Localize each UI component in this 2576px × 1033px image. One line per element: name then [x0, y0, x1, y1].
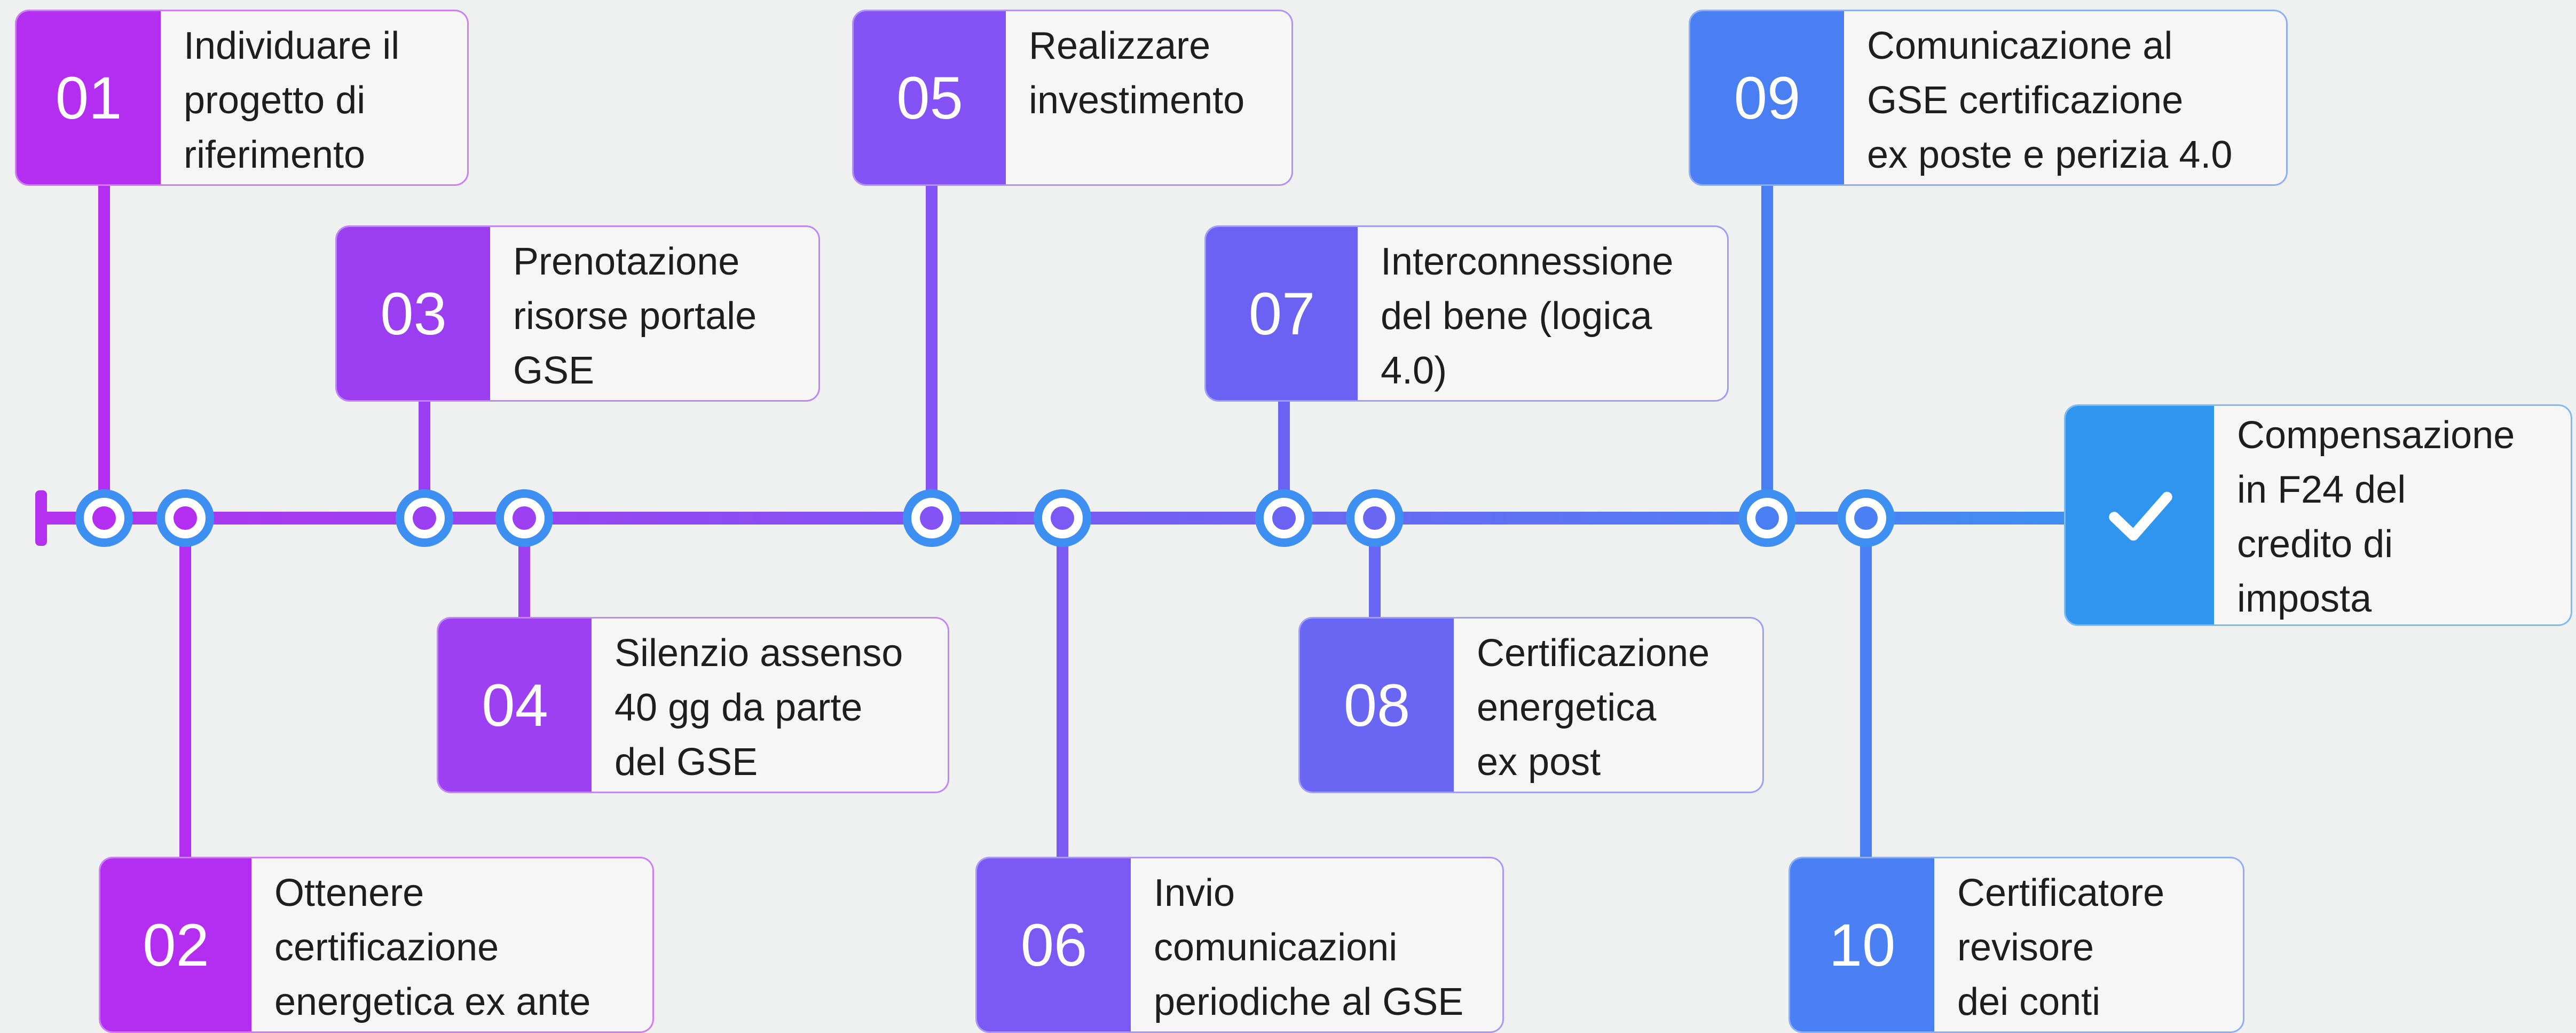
step-label-02: Ottenere certificazione energetica ex an… [274, 872, 591, 1023]
step-label-06: Invio comunicazioni periodiche al GSE [1154, 872, 1464, 1023]
step-number-08: 08 [1300, 619, 1454, 792]
timeline-node-01 [75, 489, 133, 547]
timeline-node-09 [1738, 489, 1796, 547]
checkmark-icon [2109, 491, 2172, 541]
connector-10 [1860, 518, 1872, 862]
connector-09 [1761, 181, 1773, 518]
step-number-05: 05 [854, 11, 1006, 184]
connector-07 [1278, 396, 1290, 518]
step-label-05: Realizzare investimento [1029, 25, 1245, 122]
step-label-04: Silenzio assenso 40 gg da parte del GSE [615, 632, 903, 784]
connector-06 [1057, 518, 1068, 862]
step-final-card: Compensazione in F24 del credito di impo… [2064, 404, 2572, 626]
final-label: Compensazione in F24 del credito di impo… [2237, 414, 2515, 620]
step-label-08: Certificazione energetica ex post [1477, 632, 1710, 784]
connector-03 [419, 396, 430, 518]
timeline-start-cap [35, 490, 47, 546]
step-number-04: 04 [438, 619, 592, 792]
step-number-06: 06 [977, 858, 1131, 1031]
timeline-node-06 [1034, 489, 1091, 547]
step-label-09: Comunicazione al GSE certificazione ex p… [1867, 25, 2233, 176]
step-label-01: Individuare il progetto di riferimento [184, 25, 400, 176]
step-label-07: Interconnessione del bene (logica 4.0) [1381, 240, 1674, 392]
timeline-node-10 [1837, 489, 1895, 547]
step-number-03: 03 [337, 227, 490, 400]
timeline-node-04 [495, 489, 553, 547]
timeline-node-08 [1346, 489, 1404, 547]
step-label-10: Certificatore revisore dei conti [1957, 872, 2165, 1023]
step-number-07: 07 [1206, 227, 1358, 400]
connector-05 [926, 181, 938, 518]
step-label-03: Prenotazione risorse portale GSE [513, 240, 757, 392]
timeline-node-03 [396, 489, 453, 547]
final-check-box [2066, 406, 2214, 624]
connector-01 [98, 181, 110, 518]
step-number-09: 09 [1690, 11, 1844, 184]
step-number-10: 10 [1790, 858, 1934, 1031]
step-number-01: 01 [17, 11, 161, 184]
timeline-node-05 [903, 489, 960, 547]
connector-02 [179, 518, 191, 862]
step-number-02: 02 [100, 858, 251, 1031]
timeline-node-02 [156, 489, 214, 547]
timeline-node-07 [1255, 489, 1313, 547]
